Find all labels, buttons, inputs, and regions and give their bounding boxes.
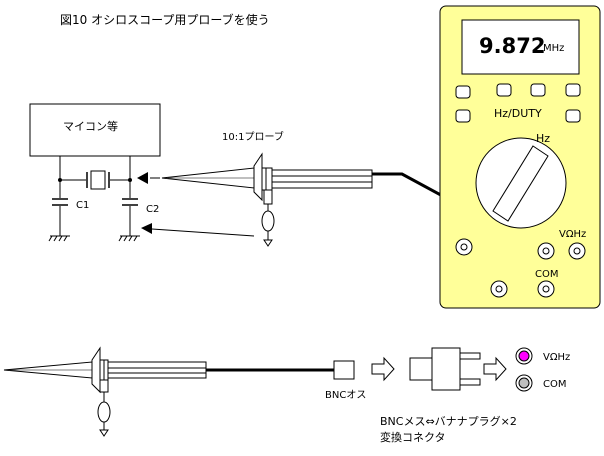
figure-title: 図10 オシロスコープ用プローブを使う xyxy=(60,12,270,27)
display-value: 9.872 xyxy=(479,34,545,58)
legend-vohz-label: VΩHz xyxy=(543,352,570,363)
meter-jack-left xyxy=(455,238,473,256)
meter-button[interactable] xyxy=(496,83,512,97)
meter-display xyxy=(461,19,580,75)
display-unit: MHz xyxy=(543,43,564,54)
legend-com-label: COM xyxy=(543,379,566,390)
c1-capacitor xyxy=(52,198,69,206)
junction-dot xyxy=(128,178,132,182)
probe-upper xyxy=(161,152,373,247)
dial-hz-label: Hz xyxy=(536,132,550,145)
meter-jack-vohz xyxy=(568,242,586,260)
hollow-arrow xyxy=(483,356,507,382)
bnc-label: BNCオス xyxy=(325,389,366,401)
dial-knob-pointer xyxy=(492,145,549,222)
ground-symbol xyxy=(48,235,70,242)
c2-label: C2 xyxy=(146,204,159,215)
crystal-symbol xyxy=(86,170,110,190)
legend-com-jack xyxy=(515,374,533,392)
c2-capacitor xyxy=(122,198,139,206)
ground-symbol xyxy=(118,235,140,242)
ground-clip-arrow xyxy=(141,223,255,237)
meter-jack-bottom-left xyxy=(490,280,508,298)
adapter-label-line1: BNCメス⇔バナナプラグ×2 xyxy=(380,414,517,428)
meter-button[interactable] xyxy=(455,109,471,123)
mcu-label: マイコン等 xyxy=(63,119,118,133)
mode-label: Hz/DUTY xyxy=(494,107,542,120)
junction-dot xyxy=(58,178,62,182)
c1-label: C1 xyxy=(76,200,89,211)
meter-button[interactable] xyxy=(565,83,581,97)
meter-jack-com xyxy=(537,242,555,260)
meter-button[interactable] xyxy=(565,109,581,123)
probe-label: 10:1プローブ xyxy=(222,130,284,143)
hollow-arrow xyxy=(371,356,395,382)
bnc-banana-adapter xyxy=(409,347,481,391)
probe-lower xyxy=(3,346,207,437)
mcu-box xyxy=(29,103,161,157)
meter-jack-bottom-right xyxy=(537,280,555,298)
vohz-jack-label: VΩHz xyxy=(559,229,586,240)
bnc-male-connector xyxy=(333,360,355,380)
adapter-label-line2: 変換コネクタ xyxy=(380,430,446,444)
legend-vohz-jack xyxy=(515,347,533,365)
meter-button[interactable] xyxy=(455,85,471,99)
probe-tip-arrow xyxy=(137,172,160,184)
com-jack-label: COM xyxy=(535,269,558,280)
meter-button[interactable] xyxy=(530,83,546,97)
